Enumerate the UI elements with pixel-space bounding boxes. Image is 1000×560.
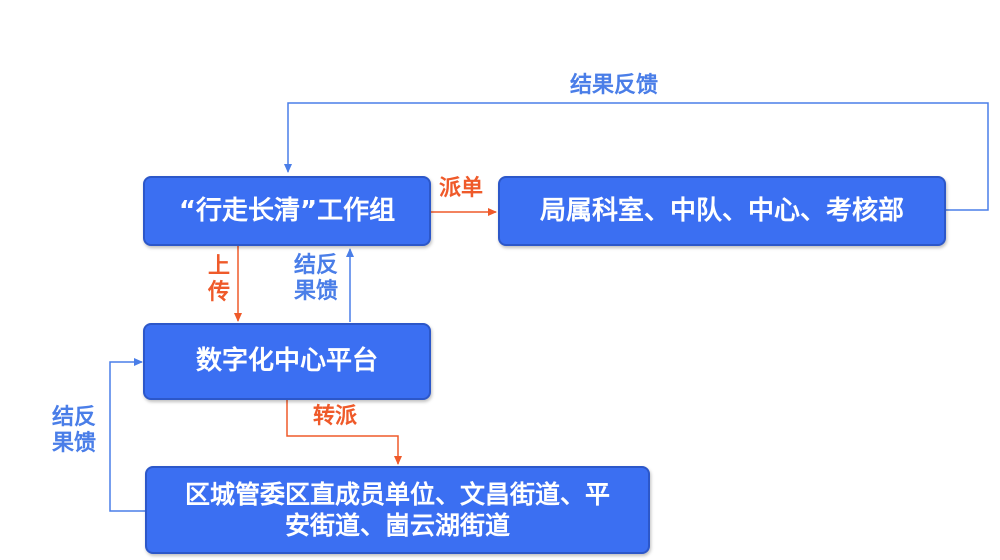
top-feedback-connector xyxy=(284,102,989,211)
platform-feedback-label: 结反果馈 xyxy=(293,253,338,305)
digital-platform-node: 数字化中心平台 xyxy=(143,323,431,400)
left-feedback-label: 结反果馈 xyxy=(51,405,96,457)
departments-label: 局属科室、中队、中心、考核部 xyxy=(539,195,904,226)
departments-node: 局属科室、中队、中心、考核部 xyxy=(498,176,946,246)
left-feedback-connector xyxy=(109,358,145,512)
top-feedback-label: 结果反馈 xyxy=(570,73,659,98)
upload-label: 上传 xyxy=(207,254,230,306)
work-group-label: “行走长清”工作组 xyxy=(178,195,396,226)
streets-label: 区城管委区直成员单位、文昌街道、平安街道、崮云湖街道 xyxy=(184,479,610,540)
streets-node: 区城管委区直成员单位、文昌街道、平安街道、崮云湖街道 xyxy=(145,466,650,554)
work-group-node: “行走长清”工作组 xyxy=(143,176,431,246)
dispatch-label: 派单 xyxy=(439,176,484,201)
transfer-connector xyxy=(286,400,402,465)
digital-platform-label: 数字化中心平台 xyxy=(195,346,378,377)
transfer-label: 转派 xyxy=(313,404,358,429)
